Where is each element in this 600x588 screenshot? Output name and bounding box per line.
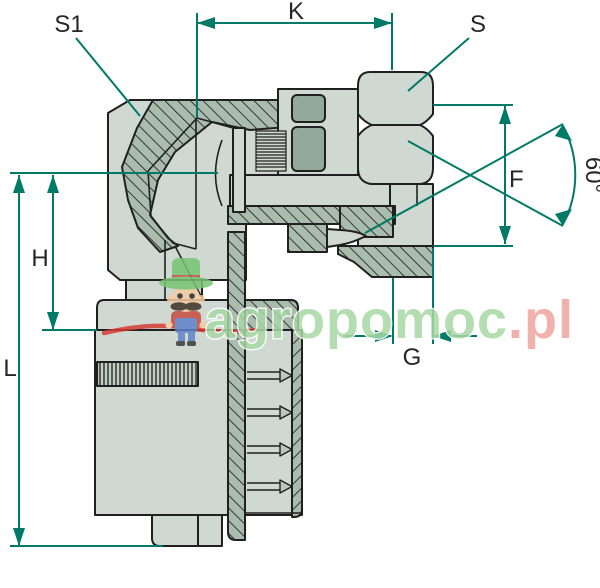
label-s: S xyxy=(470,11,486,38)
label-f: F xyxy=(509,166,524,193)
s1-leader-line xyxy=(75,37,141,117)
mascot-leg xyxy=(178,330,185,342)
dimension-f-lines xyxy=(433,104,513,247)
thread-section xyxy=(255,130,287,172)
mascot-boot xyxy=(187,341,196,346)
dimension-l-lines xyxy=(10,175,163,547)
socket-bottom-step xyxy=(151,514,199,547)
dimension-k-lines xyxy=(196,13,393,118)
seat-block-hatched xyxy=(287,223,328,253)
mascot-mustache xyxy=(184,302,202,311)
label-cone-angle: 60° xyxy=(580,157,600,193)
socket-body xyxy=(94,329,303,516)
label-l: L xyxy=(3,355,16,382)
nut-skirt-hatched xyxy=(337,245,434,278)
dimension-arrowheads xyxy=(13,17,572,546)
mascot-mustache xyxy=(170,302,188,311)
swivel-nut-bottom-band xyxy=(357,124,434,185)
watermark: agropomoc.pl xyxy=(101,258,575,352)
dimension-h-lines xyxy=(10,172,218,331)
mascot-overalls xyxy=(175,318,197,333)
mascot-boot xyxy=(176,341,185,346)
nut-thread-block-lower xyxy=(291,126,326,172)
watermark-text-green: agropomoc xyxy=(205,290,508,350)
s-leader-line xyxy=(407,37,470,92)
knurl-lines xyxy=(99,362,197,386)
mascot-leg xyxy=(188,330,195,342)
nut-thread-block-upper xyxy=(291,94,326,123)
label-h: H xyxy=(31,245,48,272)
mascot-hat-brim xyxy=(159,276,213,290)
socket-outer-wall-hatched xyxy=(227,231,246,541)
washer-strip xyxy=(232,127,246,213)
flange-section-hatched xyxy=(244,299,299,331)
label-k: K xyxy=(288,0,304,25)
hose-grip-teeth xyxy=(245,368,302,514)
label-s1: S1 xyxy=(54,11,83,38)
mascot-eye xyxy=(189,293,195,299)
watermark-text: agropomoc.pl xyxy=(205,290,574,350)
socket-inner-wall-hatched xyxy=(291,329,303,518)
cone-seat-lip xyxy=(326,228,367,248)
mascot-hand xyxy=(165,321,173,329)
watermark-text-pink: .pl xyxy=(508,290,574,350)
mascot-eye xyxy=(177,293,183,299)
label-g: G xyxy=(403,344,422,371)
dimension-lines xyxy=(10,13,577,547)
farmer-mascot xyxy=(159,258,213,346)
mascot-hat-crown xyxy=(172,258,200,280)
dimension-labels: S1 S K H L F G 60° xyxy=(3,0,600,382)
mascot-hand xyxy=(199,321,207,329)
fitting-cross-section xyxy=(94,71,434,547)
